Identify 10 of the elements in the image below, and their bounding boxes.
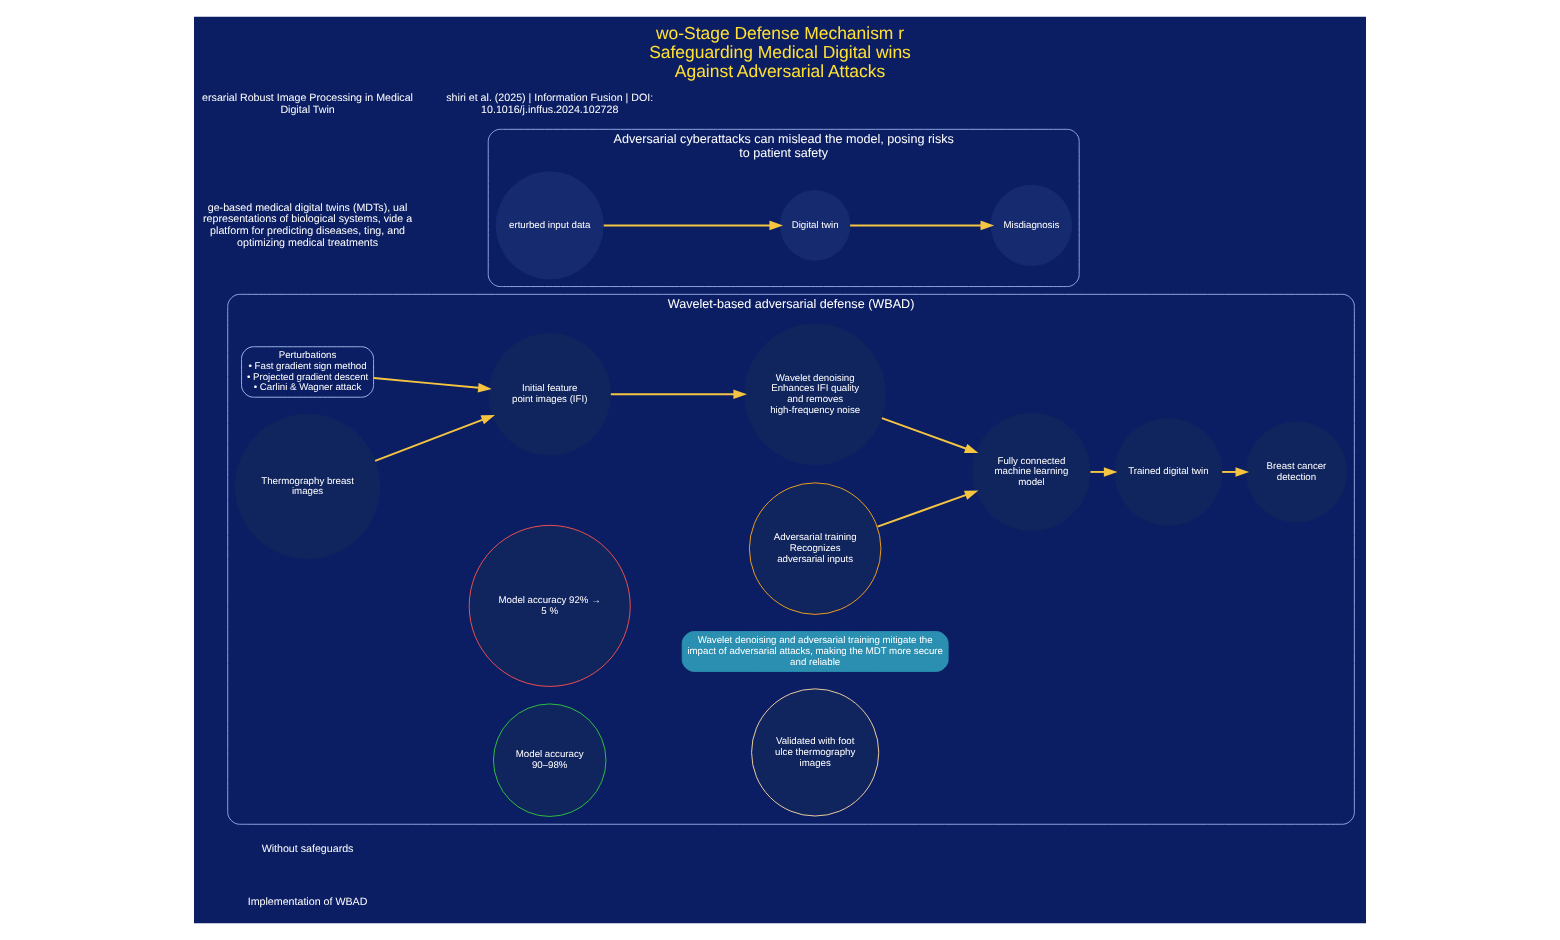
arrow <box>609 389 747 400</box>
arrow <box>880 417 979 454</box>
arrow <box>372 377 492 393</box>
arrow <box>1089 467 1118 477</box>
arrow <box>374 414 495 462</box>
arrow <box>876 490 979 528</box>
arrow <box>602 220 784 231</box>
diagram-title: wo-Stage Defense Mechanism r Safeguarding Medical Digital wins Against Adversarial Attacks <box>649 22 911 82</box>
arrow <box>1221 467 1250 477</box>
arrow <box>849 220 995 231</box>
